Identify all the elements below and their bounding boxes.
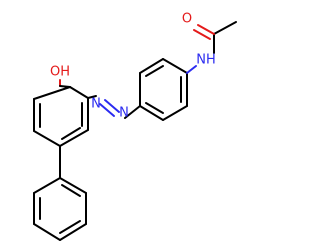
carbonyl-o-label: O [182,12,192,27]
phenol-ring [33,86,89,147]
acetamide-group: NH O [182,12,237,74]
structure-diagram: OH N N N [33,12,237,241]
hydroxyl-group: OH [50,65,71,88]
aniline-ring [139,58,188,121]
amide-nh-label: NH [196,53,216,68]
azo-linkage: N N [87,95,141,121]
azo-n1-label: N [91,97,101,112]
azo-n2-label: N [119,106,129,121]
phenyl-ring [33,145,87,241]
hydroxyl-label: OH [50,65,70,80]
